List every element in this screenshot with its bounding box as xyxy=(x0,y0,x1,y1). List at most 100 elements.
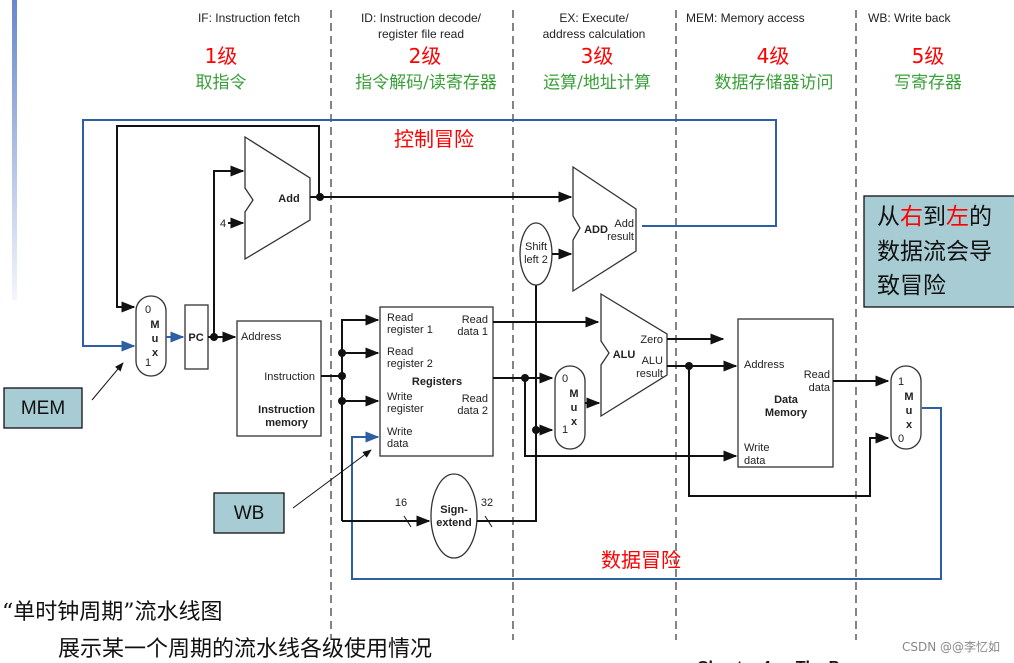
bus-width-32: 32 xyxy=(481,497,493,509)
control-hazard-wire xyxy=(82,119,777,352)
wb-mux-label-u: u xyxy=(906,405,913,417)
dmem-title-1: Data xyxy=(774,394,799,406)
alu-mux-input-1: 1 xyxy=(562,424,568,436)
alu-bypass-to-wb-mux xyxy=(688,366,890,497)
wb-mux-label-m: M xyxy=(904,391,913,403)
rf-write-register: Write xyxy=(387,391,412,403)
stage-en-label: WB: Write back xyxy=(868,11,951,25)
watermark: CSDN @@李忆如 xyxy=(902,639,1000,654)
junction-dot xyxy=(316,193,324,201)
mem-callout-box xyxy=(3,387,83,429)
dmem-read-label-1: Read xyxy=(804,369,830,381)
imem-title-1: Instruction xyxy=(258,404,315,416)
stage-en-label: EX: Execute/ xyxy=(559,11,629,25)
rf-write-data: Write xyxy=(387,426,412,438)
junction-dot xyxy=(338,372,346,380)
alu-mux-input-0: 0 xyxy=(562,373,568,385)
dmem-title-2: Memory xyxy=(765,407,808,419)
dmem-write-label-2: data xyxy=(744,455,766,467)
alu-result-label-2: result xyxy=(636,368,663,380)
caption-subtitle: 展示某一个周期的流水线各级使用情况 xyxy=(58,637,432,662)
stage-cn-label: 运算/地址计算 xyxy=(543,73,651,93)
dmem-address-label: Address xyxy=(744,359,785,371)
caption-title: “单时钟周期”流水线图 xyxy=(2,600,223,625)
stage-header-id: ID: Instruction decode/ register file re… xyxy=(355,11,497,93)
data-hazard-label: 数据冒险 xyxy=(601,548,681,572)
stage-en-label: IF: Instruction fetch xyxy=(198,11,300,25)
rf-read-data-1b: data 1 xyxy=(457,326,488,338)
mem-callout-label: MEM xyxy=(21,398,65,419)
stage-en-label-2: address calculation xyxy=(543,27,646,41)
alu-zero-label: Zero xyxy=(640,334,663,346)
hazard-note-box xyxy=(863,195,1014,308)
imem-instruction-label: Instruction xyxy=(264,371,315,383)
stage-en-label: MEM: Memory access xyxy=(686,11,805,25)
stage-header-wb: WB: Write back 5级 写寄存器 xyxy=(868,11,962,93)
stage-number: 1级 xyxy=(205,44,238,68)
stage-header-mem: MEM: Memory access 4级 数据存储器访问 xyxy=(686,11,834,93)
stage-en-label-2: register file read xyxy=(378,27,464,41)
stage-header-if: IF: Instruction fetch 1级 取指令 xyxy=(196,11,301,93)
hazard-note-line-3: 致冒险 xyxy=(877,273,946,299)
instruction-memory xyxy=(236,320,322,437)
footer-chapter-title: Chapter 4 — The P xyxy=(697,659,840,663)
stage-number: 3级 xyxy=(581,44,614,68)
stage-header-ex: EX: Execute/ address calculation 3级 运算/地… xyxy=(543,11,651,93)
junction-dot xyxy=(210,333,218,341)
const-four-label: 4 xyxy=(220,218,226,230)
stage-number: 5级 xyxy=(912,44,945,68)
wb-mux-input-0: 0 xyxy=(898,433,904,445)
wb-callout-box xyxy=(213,492,285,534)
ex-adder-label: ADD xyxy=(584,224,608,236)
shift-label-1: Shift xyxy=(525,241,547,253)
if-adder-label: Add xyxy=(278,193,299,205)
instr-to-rr1 xyxy=(341,314,380,521)
wb-callout-arrow xyxy=(292,449,372,509)
rf-read-data-1: Read xyxy=(462,314,488,326)
pc-mux-label-m: M xyxy=(150,319,159,331)
rf-write-data-b: data xyxy=(387,438,409,450)
stage-cn-label: 数据存储器访问 xyxy=(715,73,834,93)
add-result-label-1: Add xyxy=(614,218,634,230)
rf-read-data-2b: data 2 xyxy=(457,405,488,417)
alu-mux-label-u: u xyxy=(571,402,578,414)
sign-extend-label-1: Sign- xyxy=(440,504,468,516)
alu-label: ALU xyxy=(613,349,636,361)
data-memory xyxy=(737,318,834,468)
pc-to-adder-wire xyxy=(213,165,245,337)
rf-title: Registers xyxy=(412,376,462,388)
stage-cn-label: 写寄存器 xyxy=(894,73,962,93)
slide-accent-bar xyxy=(12,0,17,300)
add-result-label-2: result xyxy=(607,231,634,243)
wb-callout-label: WB xyxy=(234,503,265,524)
rf-write-register-b: register xyxy=(387,403,424,415)
pc-mux-label-x: x xyxy=(152,347,159,359)
control-hazard-label: 控制冒险 xyxy=(394,127,474,151)
pc-plus4-wire xyxy=(116,125,320,313)
imem-title-2: memory xyxy=(265,417,309,429)
imm-to-alu-mux xyxy=(477,424,554,522)
imem-address-label: Address xyxy=(241,331,282,343)
rf-read-register-2b: register 2 xyxy=(387,358,433,370)
if-adder xyxy=(244,135,311,261)
sign-extend-label-2: extend xyxy=(436,517,471,529)
dmem-read-label-2: data xyxy=(809,382,831,394)
hazard-note-line-1: 从右到左的 xyxy=(877,204,992,230)
pc-mux-input-0: 0 xyxy=(145,304,151,316)
register-file xyxy=(379,306,494,457)
alu-mux-label-m: M xyxy=(569,388,578,400)
wb-mux-input-1: 1 xyxy=(898,376,904,388)
sign-extend xyxy=(430,473,478,559)
rf-read-data-2: Read xyxy=(462,393,488,405)
wb-mux xyxy=(890,365,922,450)
pc-mux-label-u: u xyxy=(152,333,159,345)
alu-mux-label-x: x xyxy=(571,416,578,428)
data-hazard-wire xyxy=(351,407,942,580)
dmem-write-label-1: Write xyxy=(744,442,769,454)
stage-cn-label: 指令解码/读寄存器 xyxy=(355,73,497,93)
rf-read-register-1: Read xyxy=(387,312,413,324)
wb-mux-label-x: x xyxy=(906,419,913,431)
alu xyxy=(600,292,668,418)
stage-number: 4级 xyxy=(757,44,790,68)
